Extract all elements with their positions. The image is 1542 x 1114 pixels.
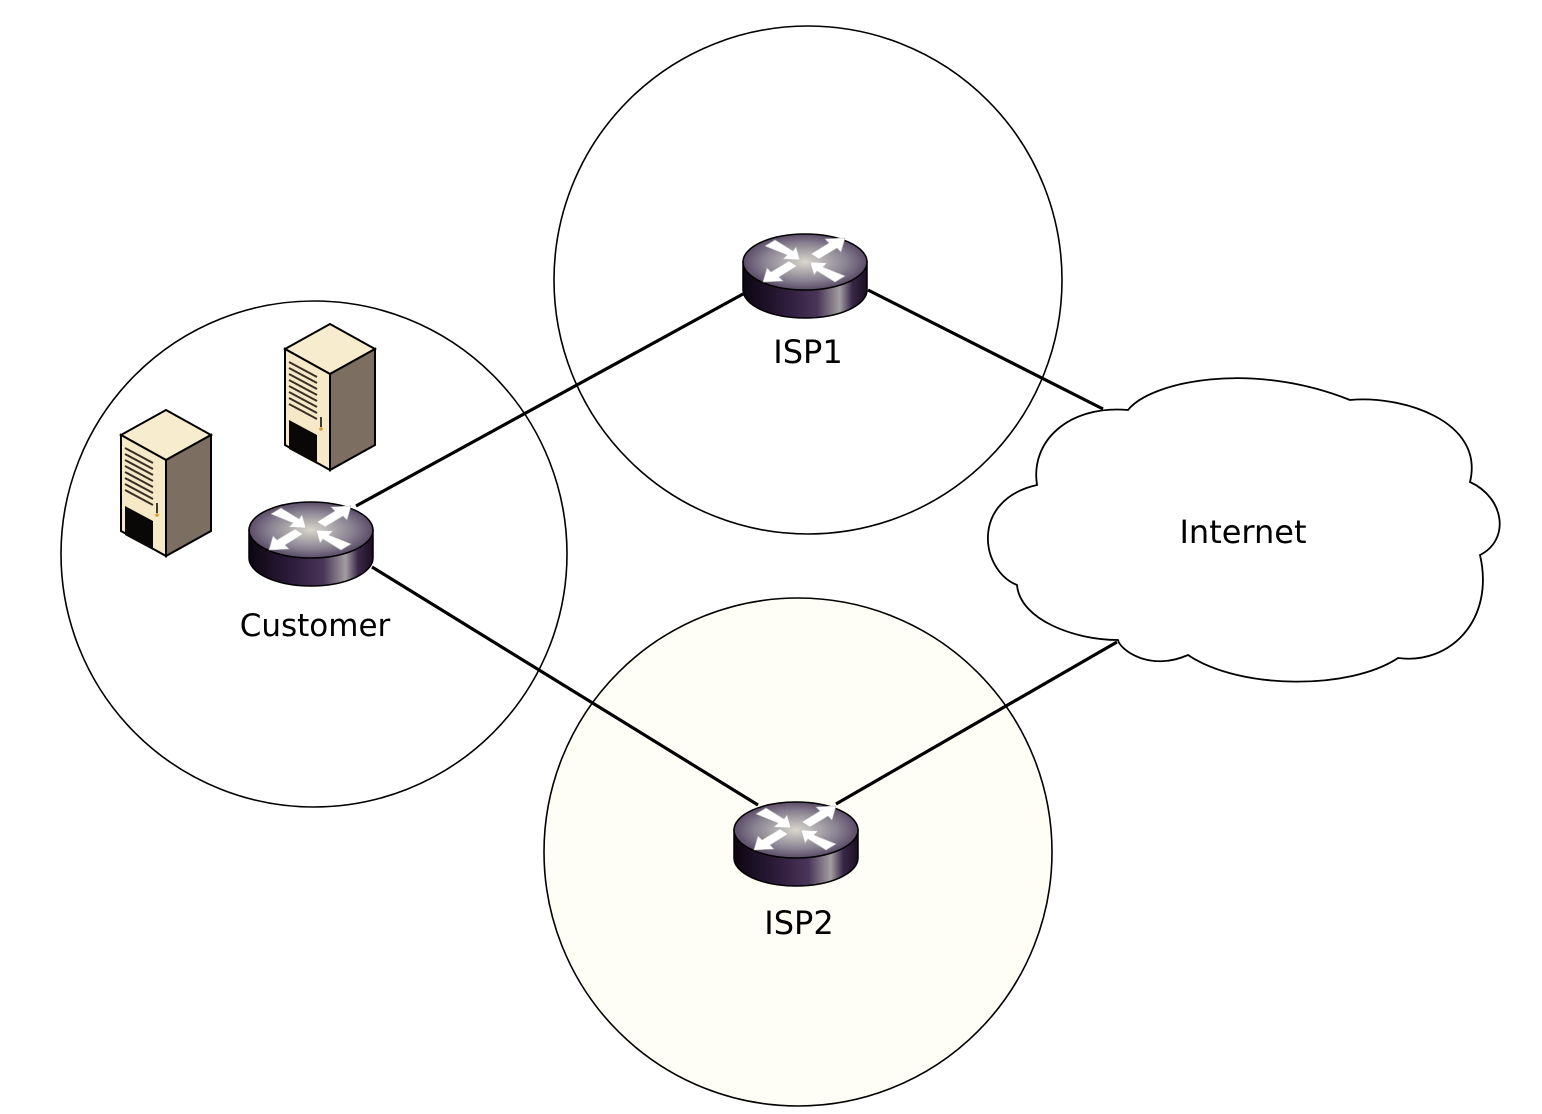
customer-router[interactable]: [248, 501, 374, 587]
internet-label: Internet: [1179, 513, 1306, 551]
link-customer-isp2: [371, 565, 759, 807]
link-isp1-internet: [867, 288, 1104, 411]
router-icon: [248, 501, 374, 587]
cloud-icon: [987, 377, 1501, 683]
router-icon: [742, 233, 868, 319]
customer-zone: [60, 300, 568, 808]
router-icon: [733, 801, 859, 887]
link-isp2-internet: [835, 640, 1118, 806]
server-2[interactable]: [284, 323, 376, 471]
isp1-router[interactable]: [742, 233, 868, 319]
link-customer-isp1: [355, 292, 744, 508]
isp1-label: ISP1: [773, 333, 842, 371]
customer-label: Customer: [240, 608, 391, 644]
server-icon: [120, 409, 212, 557]
isp2-router[interactable]: [733, 801, 859, 887]
server-1[interactable]: [120, 409, 212, 557]
isp1-zone: [553, 25, 1063, 535]
isp2-label: ISP2: [764, 904, 833, 942]
internet-cloud[interactable]: Internet: [987, 377, 1501, 683]
server-icon: [284, 323, 376, 471]
